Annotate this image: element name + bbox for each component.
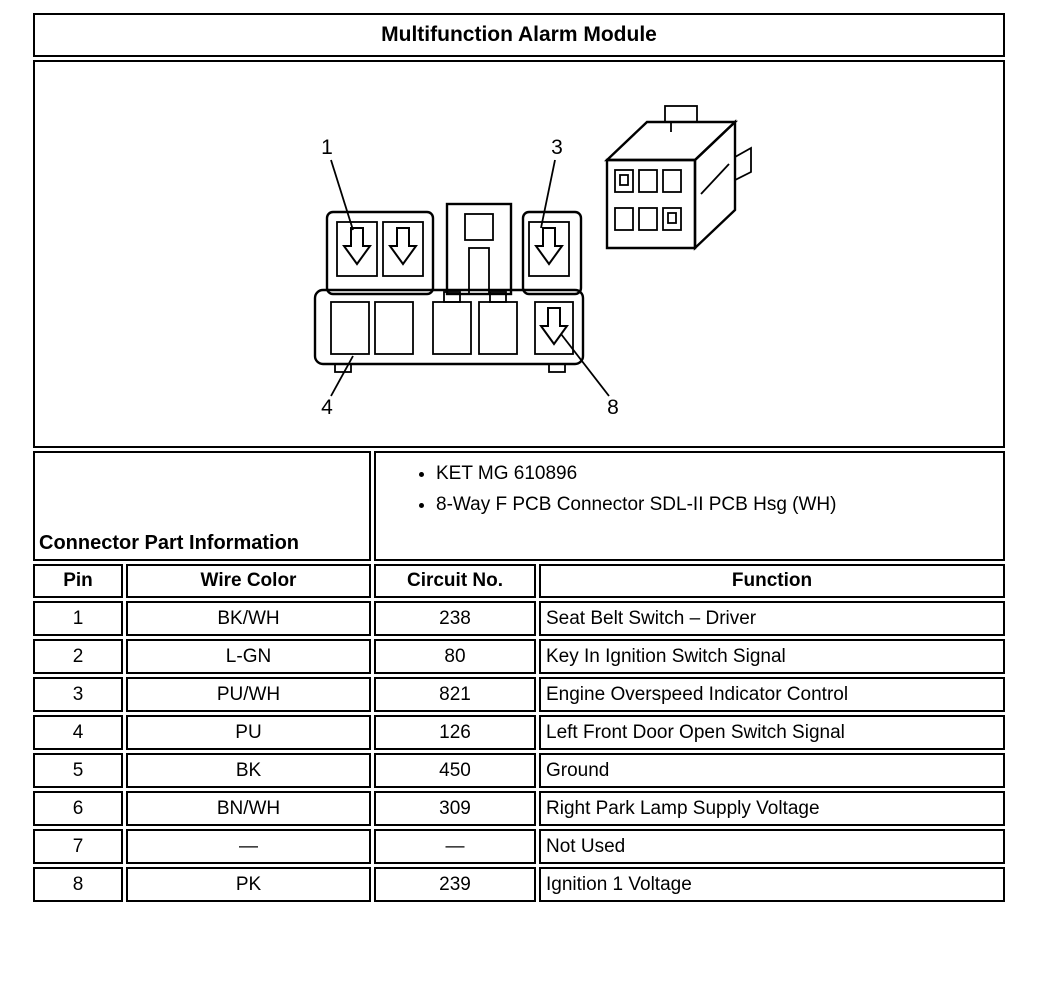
function-cell: Seat Belt Switch – Driver — [539, 601, 1005, 636]
col-header-circuit-no: Circuit No. — [374, 564, 536, 598]
cavity-4 — [330, 301, 370, 355]
cavity-7 — [478, 301, 518, 355]
table-row: 5 BK 450 Ground — [33, 753, 1005, 788]
pin-8-leader-line — [560, 333, 610, 397]
connector-description: 8-Way F PCB Connector SDL-II PCB Hsg (WH… — [436, 494, 997, 516]
wire-color-cell: BK/WH — [126, 601, 371, 636]
arrow-icon — [388, 227, 418, 266]
pin-1-leader-line — [330, 159, 354, 231]
pin-callouts: 1 3 4 8 — [321, 136, 619, 419]
arrow-icon — [342, 227, 372, 266]
pin-cell: 4 — [33, 715, 123, 750]
wire-color-cell: PU/WH — [126, 677, 371, 712]
pin-3-label: 3 — [551, 136, 563, 159]
connector-diagram: 1 3 4 8 — [313, 105, 752, 419]
circuit-no-cell: 821 — [374, 677, 536, 712]
wire-color-cell: BK — [126, 753, 371, 788]
pin-cell: 2 — [33, 639, 123, 674]
table-row: 1 BK/WH 238 Seat Belt Switch – Driver — [33, 601, 1005, 636]
table-row: 3 PU/WH 821 Engine Overspeed Indicator C… — [33, 677, 1005, 712]
circuit-no-cell: 239 — [374, 867, 536, 902]
table-row: 8 PK 239 Ignition 1 Voltage — [33, 867, 1005, 902]
cavity-5 — [374, 301, 414, 355]
pin-1-label: 1 — [321, 136, 333, 159]
col-header-wire-color: Wire Color — [126, 564, 371, 598]
function-cell: Ignition 1 Voltage — [539, 867, 1005, 902]
arrow-icon — [539, 307, 569, 346]
col-header-function: Function — [539, 564, 1005, 598]
cavity-6 — [432, 301, 472, 355]
cavity-2 — [382, 221, 424, 277]
connector-info-row: Connector Part Information KET MG 610896… — [33, 451, 1005, 561]
pin-8-label: 8 — [607, 396, 619, 419]
function-cell: Not Used — [539, 829, 1005, 864]
pin-4-label: 4 — [321, 396, 333, 419]
circuit-no-cell: 309 — [374, 791, 536, 826]
function-cell: Left Front Door Open Switch Signal — [539, 715, 1005, 750]
table-row: 4 PU 126 Left Front Door Open Switch Sig… — [33, 715, 1005, 750]
function-cell: Engine Overspeed Indicator Control — [539, 677, 1005, 712]
connector-part-number: KET MG 610896 — [436, 463, 997, 485]
cavity-1 — [336, 221, 378, 277]
circuit-no-cell: 450 — [374, 753, 536, 788]
diagram-row: 1 3 4 8 — [33, 60, 1005, 448]
manual-page: Multifunction Alarm Module — [0, 0, 1056, 905]
circuit-no-cell: — — [374, 829, 536, 864]
wire-color-cell: PK — [126, 867, 371, 902]
cavity-8 — [534, 301, 574, 355]
pin-3-leader-line — [540, 159, 556, 229]
table-header-row: Pin Wire Color Circuit No. Function — [33, 564, 1005, 598]
function-cell: Ground — [539, 753, 1005, 788]
connector-front-view — [313, 202, 585, 373]
pin-4-leader-line — [330, 355, 354, 397]
wire-color-cell: L-GN — [126, 639, 371, 674]
pin-cell: 5 — [33, 753, 123, 788]
page-title: Multifunction Alarm Module — [33, 13, 1005, 57]
pin-cell: 1 — [33, 601, 123, 636]
arrow-icon — [534, 227, 564, 266]
wire-color-cell: PU — [126, 715, 371, 750]
table-row: 2 L-GN 80 Key In Ignition Switch Signal — [33, 639, 1005, 674]
table-row: 7 — — Not Used — [33, 829, 1005, 864]
pin-cell: 3 — [33, 677, 123, 712]
connector-part-info-details: KET MG 610896 8-Way F PCB Connector SDL-… — [374, 451, 1005, 561]
circuit-no-cell: 126 — [374, 715, 536, 750]
connector-diagram-cell: 1 3 4 8 — [33, 60, 1005, 448]
table-row: 6 BN/WH 309 Right Park Lamp Supply Volta… — [33, 791, 1005, 826]
cavity-3 — [528, 221, 570, 277]
wire-color-cell: BN/WH — [126, 791, 371, 826]
title-row: Multifunction Alarm Module — [33, 13, 1005, 57]
connector-3d-view — [603, 105, 752, 251]
function-cell: Right Park Lamp Supply Voltage — [539, 791, 1005, 826]
pin-cell: 7 — [33, 829, 123, 864]
wire-color-cell: — — [126, 829, 371, 864]
connector-part-info-label: Connector Part Information — [33, 451, 371, 561]
circuit-no-cell: 238 — [374, 601, 536, 636]
col-header-pin: Pin — [33, 564, 123, 598]
pin-cell: 6 — [33, 791, 123, 826]
pinout-table: Multifunction Alarm Module — [30, 10, 1008, 905]
pin-cell: 8 — [33, 867, 123, 902]
circuit-no-cell: 80 — [374, 639, 536, 674]
function-cell: Key In Ignition Switch Signal — [539, 639, 1005, 674]
